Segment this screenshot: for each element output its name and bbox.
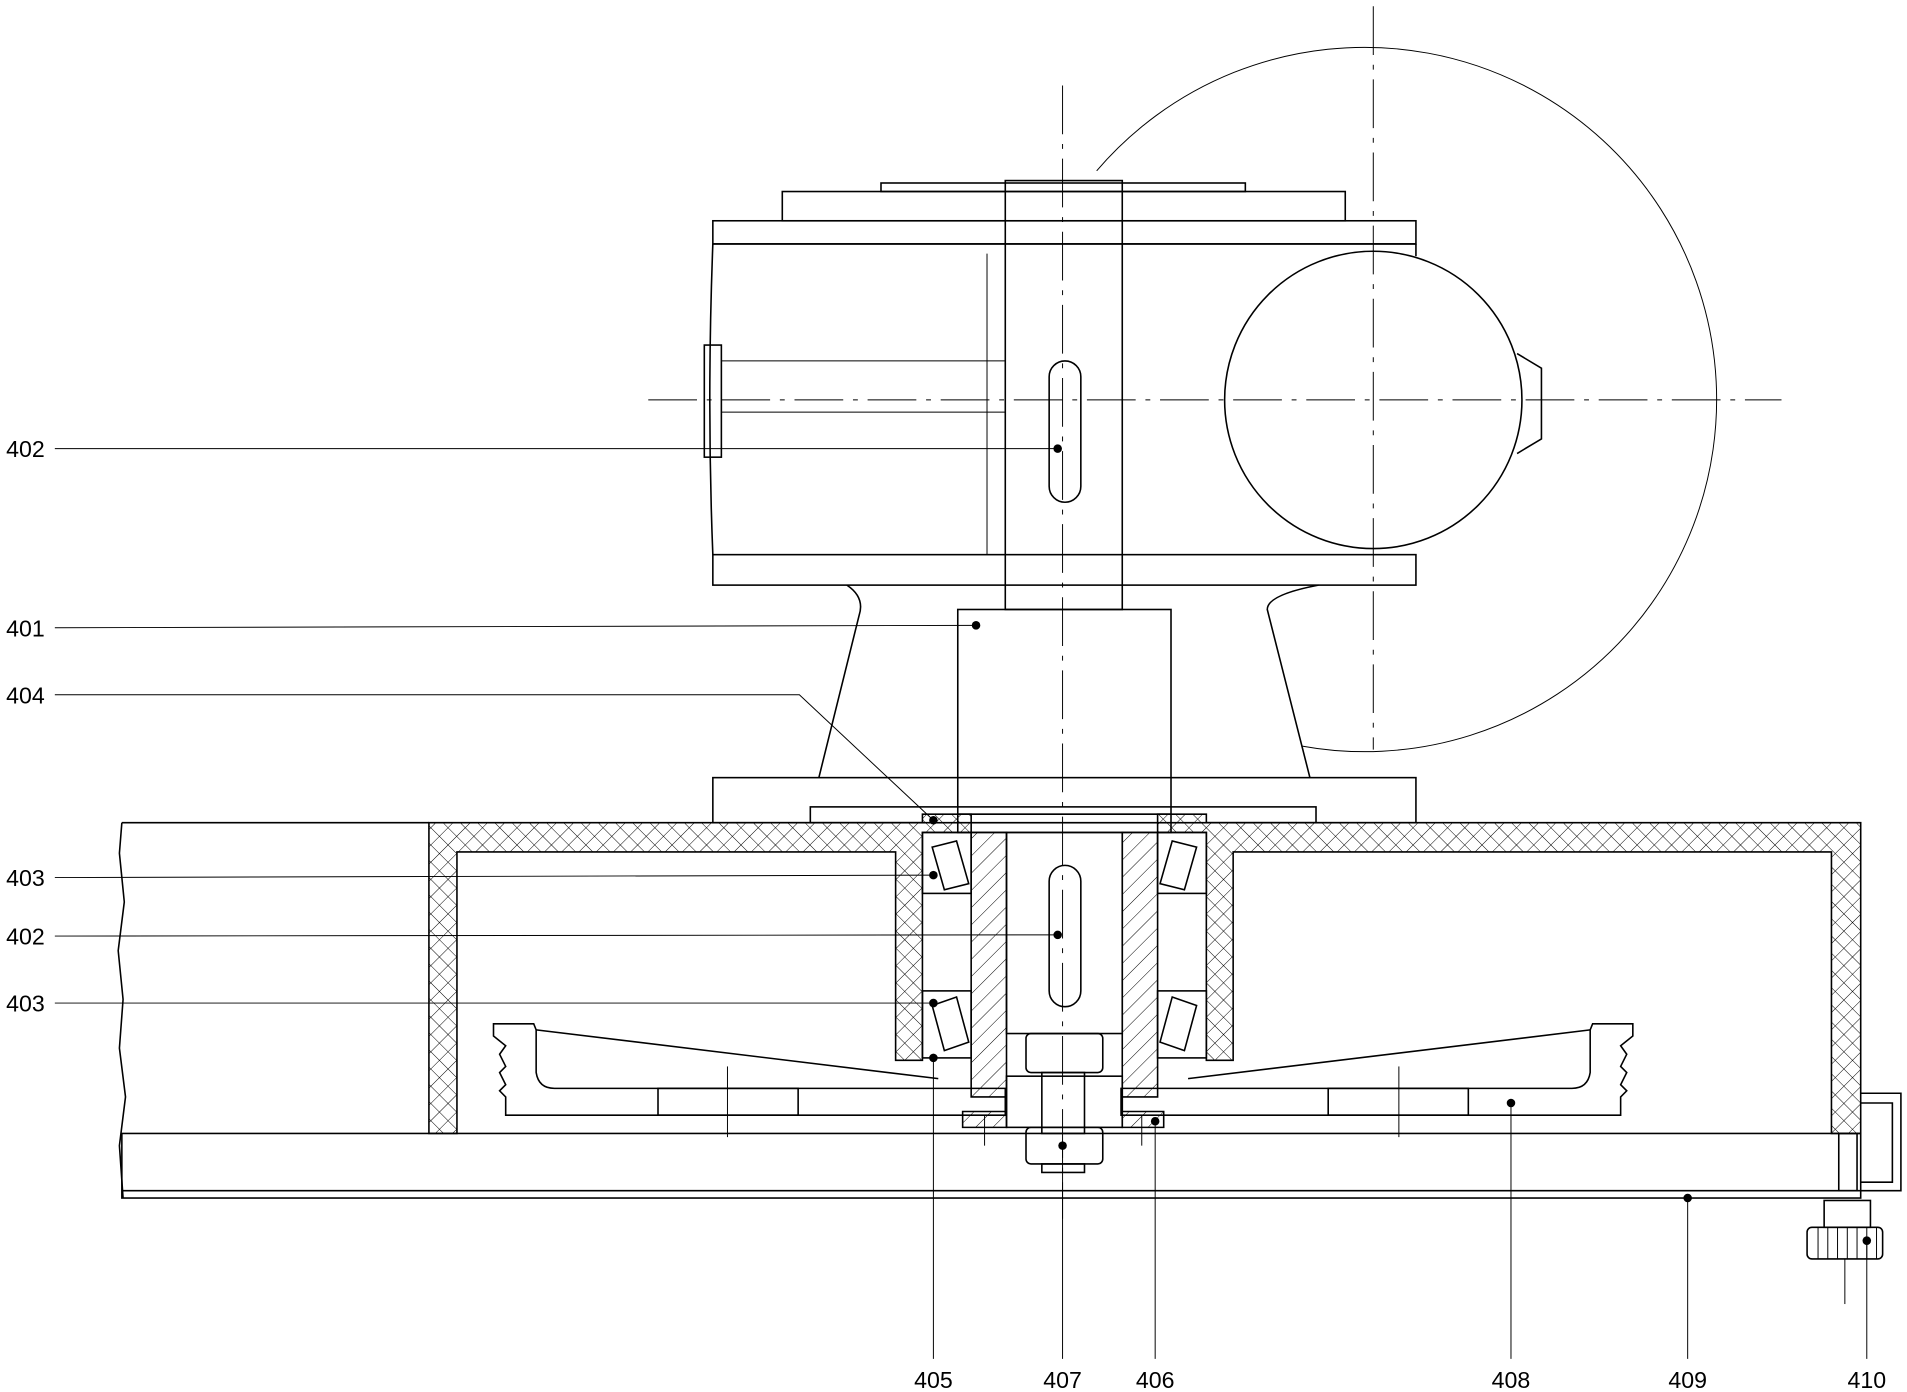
bearings — [921, 831, 1208, 1059]
label-410: 410 — [1847, 1367, 1886, 1392]
label-404: 404 — [6, 682, 45, 708]
label-409: 409 — [1668, 1367, 1707, 1392]
pan-right — [1120, 1022, 1634, 1138]
label-405: 405 — [914, 1367, 953, 1392]
leader-lines — [54, 444, 1872, 1359]
label-402-top: 402 — [6, 436, 45, 462]
label-408: 408 — [1492, 1367, 1531, 1392]
bolt — [984, 1032, 1143, 1174]
label-403-bottom: 403 — [6, 991, 45, 1017]
pan-left — [492, 1022, 1007, 1138]
adjusting-foot — [1806, 1092, 1902, 1305]
bearing-sleeve — [961, 831, 1165, 1129]
label-402-mid: 402 — [6, 924, 45, 950]
output-shaft — [956, 179, 1172, 815]
gear-reducer — [648, 6, 1782, 824]
label-401: 401 — [6, 615, 45, 641]
label-403-top: 403 — [6, 865, 45, 891]
label-406: 406 — [1136, 1367, 1175, 1392]
platform — [117, 821, 1862, 1199]
label-407: 407 — [1043, 1367, 1082, 1392]
